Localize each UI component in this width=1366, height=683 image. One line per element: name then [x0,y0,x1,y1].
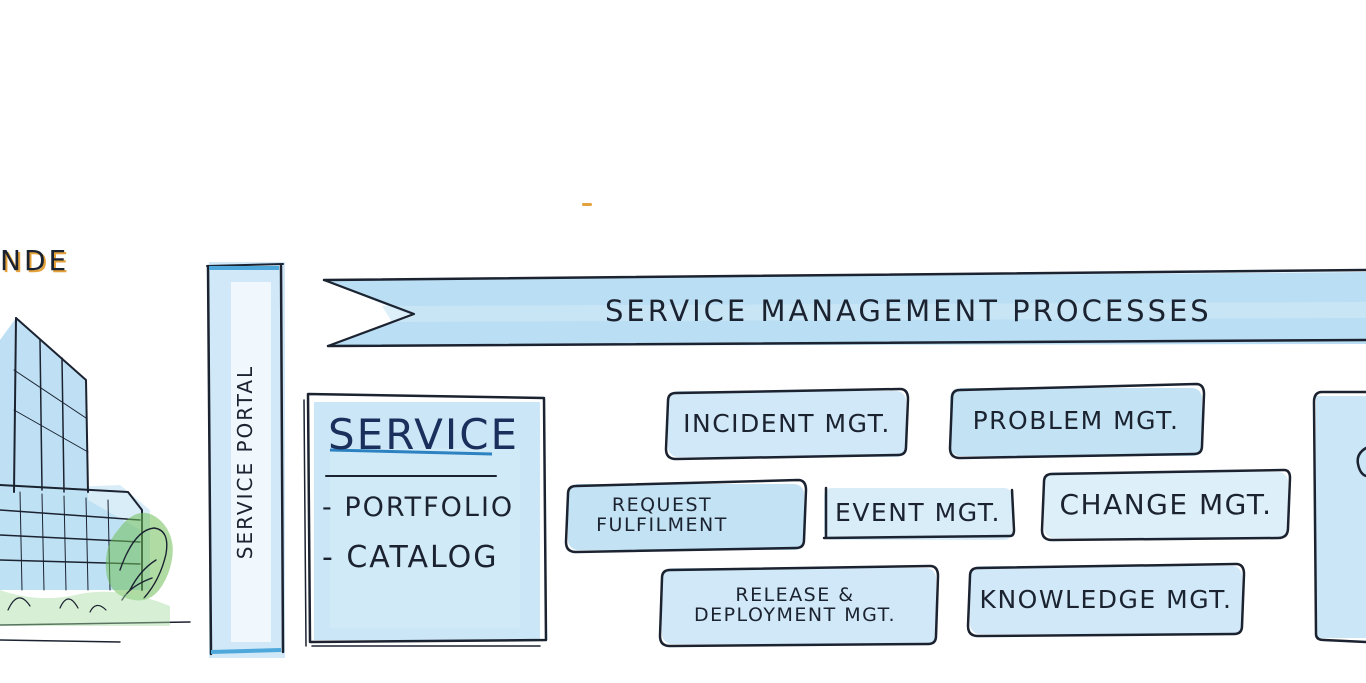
service-card: SERVICE - PORTFOLIO - CATALOG [300,388,552,650]
process-box: REQUEST FULFILMENT [562,476,810,556]
banner-title: SERVICE MANAGEMENT PROCESSES [605,294,1212,328]
header-fragment-text: NDE [0,244,70,277]
right-partial-card [1308,388,1366,646]
process-label: RELEASE & DEPLOYMENT MGT. [693,584,897,626]
process-label: EVENT MGT. [835,497,1001,527]
orange-mark [582,203,592,206]
service-card-title: SERVICE [328,410,520,459]
process-box: RELEASE & DEPLOYMENT MGT. [656,562,942,650]
service-portal-bar: SERVICE PORTAL [205,262,287,658]
building-illustration [0,230,200,660]
process-label: INCIDENT MGT. [683,408,891,438]
process-box: CHANGE MGT. [1038,466,1294,544]
process-label: REQUEST FULFILMENT [596,494,728,536]
service-card-item-portfolio: - PORTFOLIO [322,492,515,523]
process-box: INCIDENT MGT. [662,385,912,463]
process-banner: SERVICE MANAGEMENT PROCESSES [322,266,1366,352]
process-label: CHANGE MGT. [1059,488,1273,522]
service-portal-label: SERVICE PORTAL [233,364,257,560]
process-label: PROBLEM MGT. [972,405,1180,435]
service-card-item-catalog: - CATALOG [322,540,499,575]
process-box: PROBLEM MGT. [944,380,1208,462]
process-label: KNOWLEDGE MGT. [979,584,1233,614]
process-box: EVENT MGT. [820,482,1016,544]
process-box: KNOWLEDGE MGT. [964,560,1248,640]
